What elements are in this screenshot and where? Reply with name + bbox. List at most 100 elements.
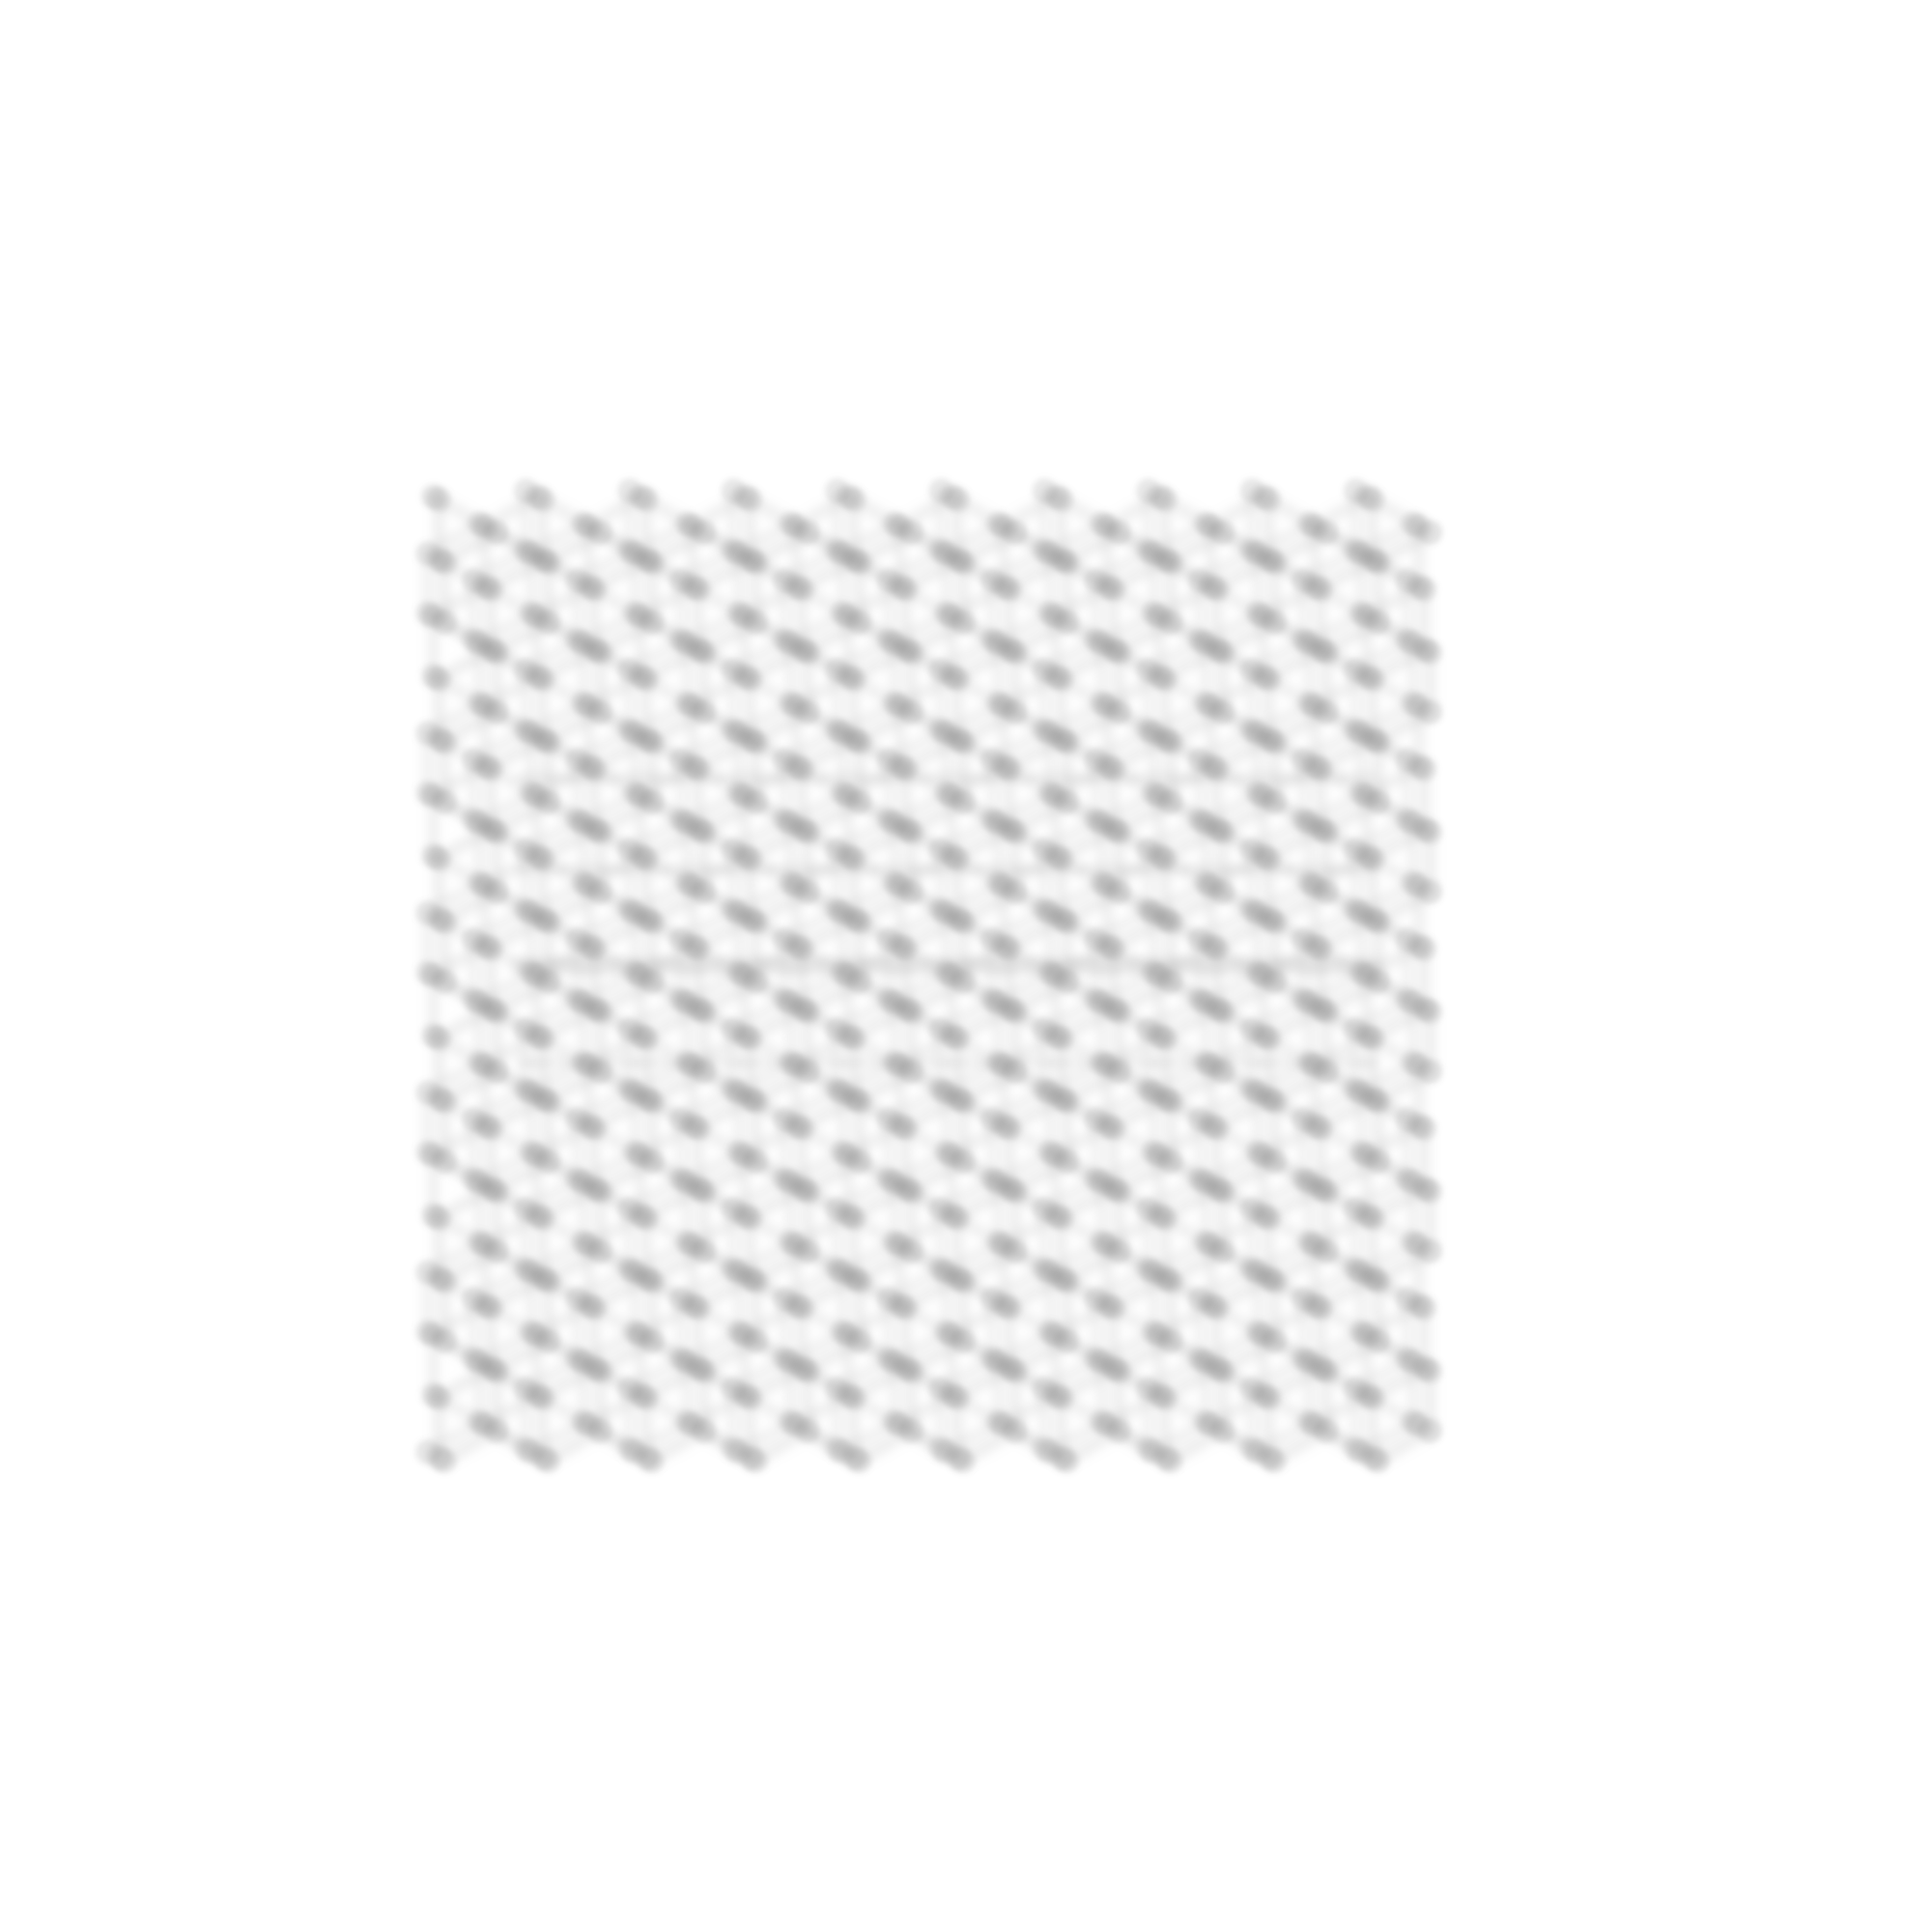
lattice-atom	[674, 1230, 700, 1255]
lattice-atom	[882, 691, 908, 716]
lattice-atom	[565, 628, 591, 653]
lattice-atom	[1032, 538, 1058, 563]
lattice-atom	[668, 987, 695, 1012]
lattice-atom	[1084, 927, 1110, 952]
lattice-atom	[1349, 1320, 1375, 1345]
lattice-atom	[668, 1167, 695, 1192]
lattice-atom	[882, 1409, 908, 1435]
lattice-atom	[928, 1436, 954, 1462]
lattice-atom	[1193, 511, 1219, 536]
lattice-atom	[1349, 601, 1375, 626]
lattice-atom	[1141, 1140, 1167, 1165]
lattice-atom	[933, 960, 959, 985]
lattice-atom	[467, 691, 493, 716]
lattice-atom	[1135, 718, 1161, 743]
lattice-atom	[1084, 1167, 1110, 1192]
lattice-atom	[513, 478, 539, 503]
lattice-atom	[726, 1140, 753, 1165]
lattice-atom	[928, 538, 954, 563]
lattice-atom	[1292, 808, 1317, 833]
lattice-atom	[933, 1140, 959, 1165]
lattice-atom	[1239, 718, 1265, 743]
lattice-atom	[1239, 478, 1265, 503]
lattice-atom	[928, 478, 954, 503]
lattice-atom	[778, 870, 804, 895]
lattice-atom	[980, 927, 1006, 952]
lattice-atom	[617, 1257, 642, 1282]
lattice-atom	[928, 1077, 954, 1102]
lattice-atom	[928, 718, 954, 743]
lattice-atom	[980, 987, 1006, 1012]
lattice-atom	[773, 748, 799, 773]
lattice-atom	[1089, 691, 1115, 716]
lattice-atom	[1343, 838, 1369, 863]
lattice-atom	[1239, 1257, 1265, 1282]
lattice-atom	[1135, 658, 1161, 683]
lattice-atom	[1135, 897, 1161, 923]
lattice-atom	[461, 568, 487, 593]
lattice-atom	[933, 781, 959, 806]
lattice-atom	[1187, 987, 1213, 1012]
lattice-atom	[1032, 1436, 1058, 1462]
lattice-atom	[617, 838, 642, 863]
lattice-atom	[1395, 1347, 1421, 1372]
lattice-atom	[1187, 1347, 1213, 1372]
lattice-atom	[1084, 1107, 1110, 1132]
lattice-atom	[726, 601, 753, 626]
lattice-atom	[1187, 1107, 1213, 1132]
lattice-atom	[461, 628, 487, 653]
lattice-atom	[1032, 1197, 1058, 1222]
lattice-atom	[461, 987, 487, 1012]
lattice-atom	[414, 1439, 440, 1464]
lattice-atom	[1084, 748, 1110, 773]
lattice-atom	[513, 1197, 539, 1222]
lattice-atom	[980, 1167, 1006, 1192]
lattice-atom	[773, 927, 799, 952]
lattice-atom	[830, 781, 856, 806]
lattice-atom	[1084, 808, 1110, 833]
lattice-atom	[420, 484, 446, 509]
lattice-atom	[420, 1382, 446, 1407]
lattice-atom	[668, 1287, 695, 1312]
lattice-atom	[513, 1257, 539, 1282]
lattice-atom	[778, 1409, 804, 1435]
lattice-atom	[882, 1050, 908, 1075]
lattice-atom	[622, 601, 648, 626]
lattice-atom	[565, 808, 591, 833]
lattice-atom	[1245, 601, 1270, 626]
lattice-atom	[668, 927, 695, 952]
lattice-atom	[617, 478, 642, 503]
lattice-atom	[674, 1409, 700, 1435]
lattice-atom	[1032, 718, 1058, 743]
lattice-atom	[1395, 568, 1421, 593]
lattice-atom	[824, 1077, 850, 1102]
lattice-atom	[824, 538, 850, 563]
lattice-atom	[985, 1230, 1011, 1255]
lattice-atom	[1032, 658, 1058, 683]
lattice-atom	[414, 960, 440, 985]
lattice-atom	[414, 900, 440, 925]
lattice-atom	[513, 1436, 539, 1462]
lattice-atom	[461, 808, 487, 833]
lattice-atom	[617, 658, 642, 683]
lattice-atom	[1343, 1017, 1369, 1042]
lattice-atom	[1141, 781, 1167, 806]
lattice-atom	[571, 511, 596, 536]
lattice-atom	[1395, 1107, 1421, 1132]
lattice-atom	[1135, 838, 1161, 863]
lattice-atom	[1296, 1050, 1322, 1075]
lattice-atom	[876, 1167, 902, 1192]
lattice-atom	[830, 1140, 856, 1165]
lattice-atom	[1239, 658, 1265, 683]
lattice-atom	[928, 1017, 954, 1042]
lattice-atom	[1187, 927, 1213, 952]
lattice-atom	[1135, 1077, 1161, 1102]
lattice-atom	[467, 870, 493, 895]
lattice-atom	[1239, 1197, 1265, 1222]
lattice-atom	[1089, 511, 1115, 536]
lattice-atom	[617, 1436, 642, 1462]
lattice-atom	[1292, 1107, 1317, 1132]
lattice-atom	[1401, 691, 1427, 716]
lattice-atom	[1239, 538, 1265, 563]
lattice-atom	[1349, 1140, 1375, 1165]
